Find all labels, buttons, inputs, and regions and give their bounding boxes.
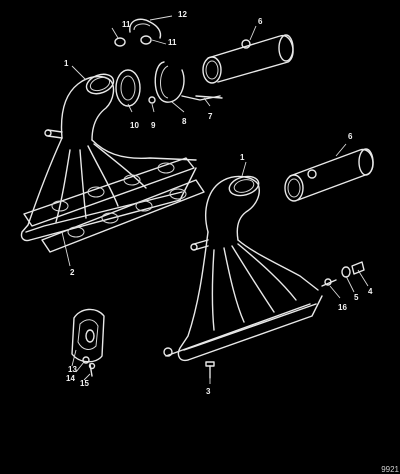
lower-exhaust-elbow — [190, 175, 260, 251]
callout-leaders — [61, 15, 369, 384]
callout-15: 15 — [80, 379, 89, 388]
lower-exhaust-manifold — [163, 231, 323, 362]
upper-gasket — [23, 157, 195, 227]
callout-7: 7 — [208, 112, 213, 121]
exhaust-seal-ring — [115, 69, 141, 107]
hose-clamps — [114, 35, 152, 47]
mounting-bracket — [71, 308, 105, 363]
callout-4: 4 — [368, 287, 373, 296]
callout-1-upper: 1 — [64, 59, 69, 68]
callout-11-lower: 11 — [168, 38, 177, 47]
upper-exhaust-manifold — [20, 137, 197, 242]
callout-10: 10 — [130, 121, 139, 130]
callout-12: 12 — [178, 10, 187, 19]
callout-6-upper: 6 — [258, 17, 263, 26]
callout-9: 9 — [151, 121, 156, 130]
callout-6-lower: 6 — [348, 132, 353, 141]
upper-exhaust-elbow — [44, 73, 115, 141]
reference-number: 9921 — [381, 465, 399, 474]
callout-5: 5 — [354, 293, 359, 302]
clamp-bolt — [195, 95, 223, 99]
callout-2: 2 — [70, 268, 75, 277]
callout-14: 14 — [66, 374, 75, 383]
callout-8: 8 — [182, 117, 187, 126]
lower-gasket — [41, 179, 205, 253]
drain-plug — [321, 278, 337, 287]
callout-1-lower: 1 — [240, 153, 245, 162]
callout-13: 13 — [68, 365, 77, 374]
exhaust-pipe-lower — [284, 148, 374, 202]
exhaust-pipe-upper — [202, 34, 294, 84]
callout-11-upper: 11 — [122, 20, 131, 29]
callout-3: 3 — [206, 387, 211, 396]
clamp-nut — [148, 96, 156, 104]
hose-elbow — [129, 18, 162, 39]
bracket-bolt — [88, 362, 96, 377]
callout-16: 16 — [338, 303, 347, 312]
washer — [82, 356, 90, 364]
